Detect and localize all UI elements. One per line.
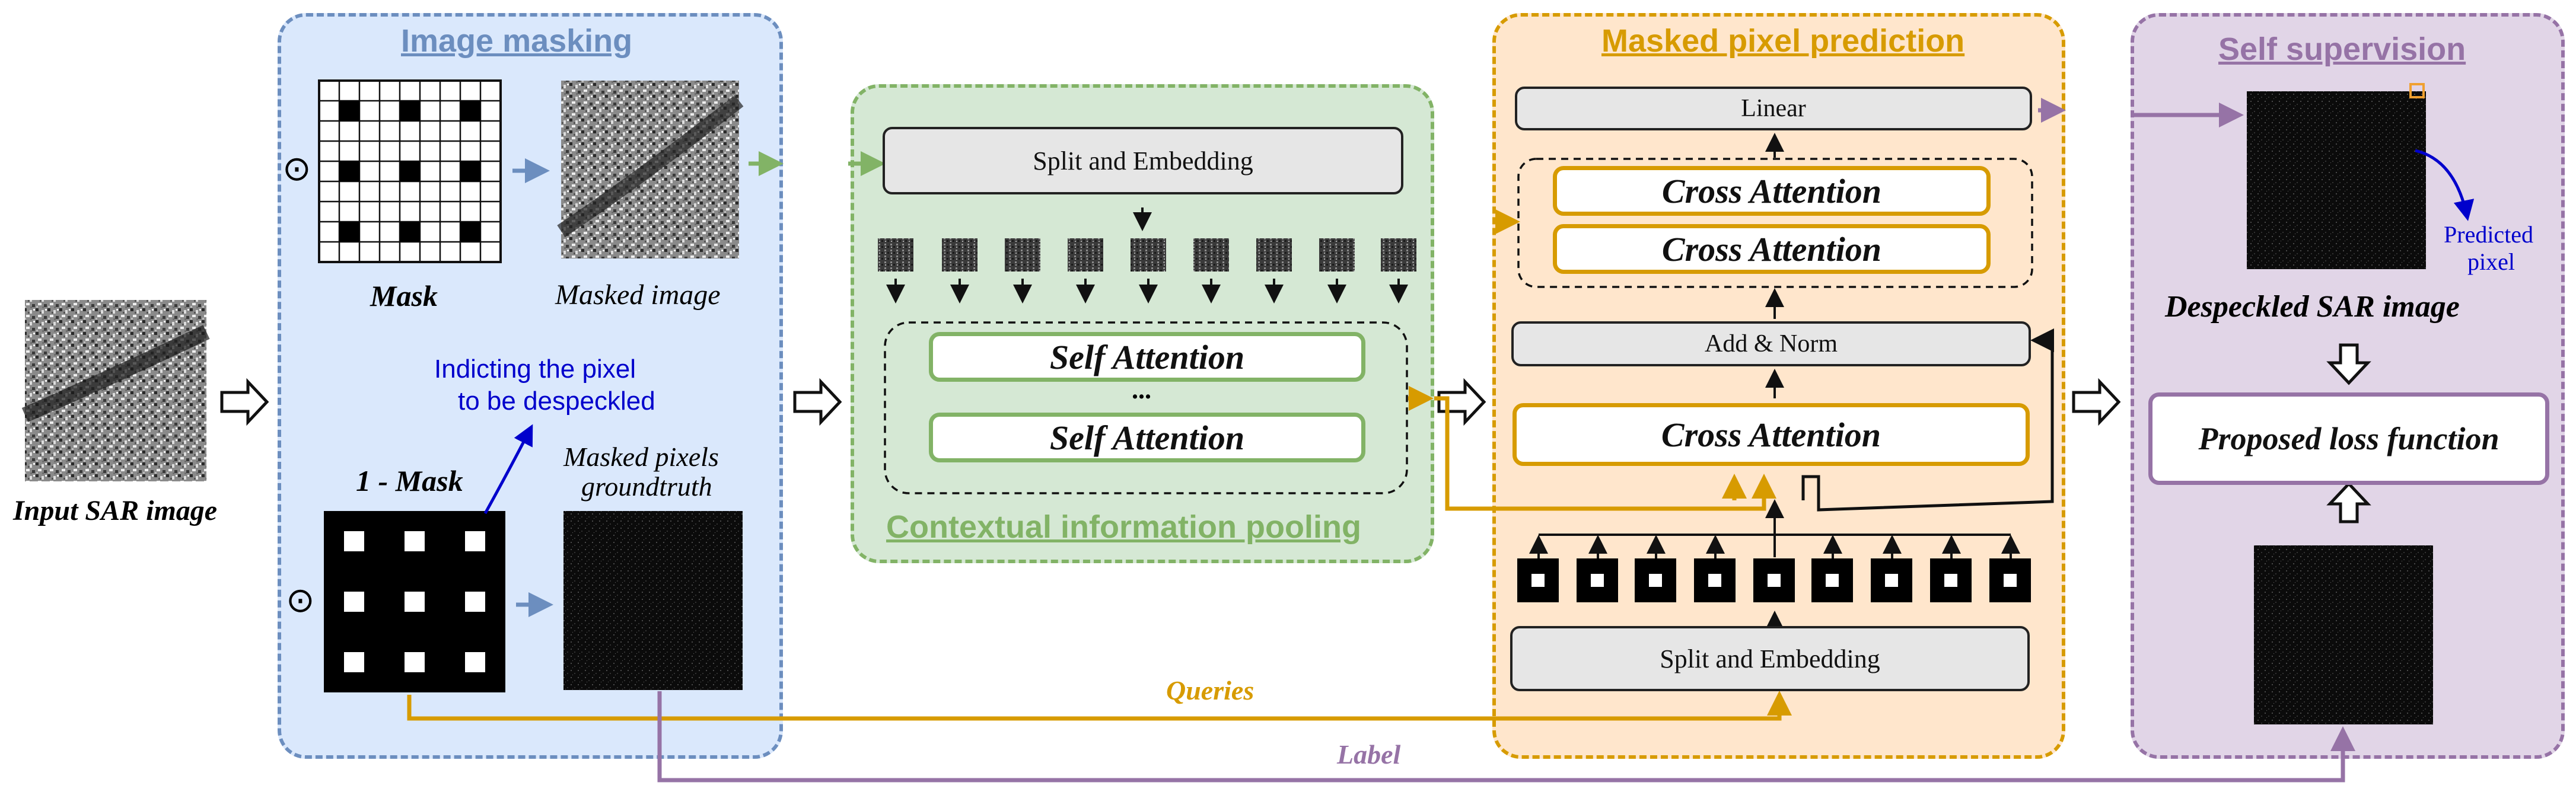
annotation-line1: Indicting the pixel: [434, 355, 636, 384]
despeckled-image: [2247, 91, 2426, 269]
cross-attention-group: [1517, 158, 2033, 288]
residual-connection: [1801, 328, 2054, 512]
linear-layer: Linear: [1515, 87, 2032, 130]
odot-mask: ⊙: [282, 148, 311, 189]
odot-inv-mask: ⊙: [286, 580, 315, 620]
patch-arrows: [886, 279, 1408, 304]
predicted-pixel-marker: [2409, 83, 2425, 98]
groundtruth-image: [563, 511, 743, 690]
flow-arrow-1: [220, 378, 269, 426]
mask-label: Mask: [370, 279, 438, 312]
mask-patch-tokens: [1517, 558, 2031, 602]
annotation-line2: to be despeckled: [458, 387, 655, 416]
annotation-arrow: [483, 424, 533, 515]
predicted-line2: pixel: [2467, 248, 2515, 275]
big-arrows: [220, 343, 2371, 523]
image-masking-title: Image masking: [401, 23, 633, 59]
self-attention-group: [884, 321, 1408, 494]
up-hollow-arrow: [2326, 481, 2371, 523]
inv-mask-label: 1 - Mask: [356, 464, 463, 497]
add-norm-layer: Add & Norm: [1511, 321, 2031, 366]
token-bracket: [1529, 499, 2020, 558]
masked-image: [557, 81, 744, 258]
label-label: Label: [1337, 739, 1401, 769]
flow-arrow-2: [793, 378, 842, 426]
cross-attention-1: Cross Attention: [1553, 166, 1991, 216]
label-image: [2254, 545, 2433, 724]
groundtruth-line2: groundtruth: [581, 471, 712, 502]
self-attention-1: Self Attention: [929, 332, 1365, 382]
loss-function-box: Proposed loss function: [2148, 392, 2549, 485]
cross-attention-2: Cross Attention: [1553, 224, 1991, 274]
label-line: [657, 691, 2355, 783]
input-image-label: Input SAR image: [13, 495, 218, 526]
cross-attention-3: Cross Attention: [1513, 403, 2030, 466]
masked-prediction-title: Masked pixel prediction: [1601, 23, 1965, 59]
predicted-line1: Predicted: [2444, 221, 2534, 248]
self-attention-2: Self Attention: [929, 413, 1365, 462]
queries-label: Queries: [1166, 675, 1254, 705]
down-hollow-arrow: [2326, 343, 2371, 385]
context-split-embedding: Split and Embedding: [883, 127, 1403, 194]
masked-image-label: Masked image: [555, 279, 721, 311]
flow-arrow-4: [2072, 378, 2121, 426]
groundtruth-line1: Masked pixels: [563, 442, 719, 472]
self-attention-ellipsis: ...: [1132, 375, 1151, 404]
contextual-pooling-title: Contextual information pooling: [886, 509, 1361, 545]
self-supervision-title: Self supervision: [2218, 31, 2466, 67]
inverse-mask: [324, 511, 505, 692]
input-sar-image: [21, 300, 210, 481]
prediction-split-embedding: Split and Embedding: [1510, 626, 2030, 691]
despeckled-label: Despeckled SAR image: [2165, 290, 2460, 324]
queries-line: [407, 691, 1792, 721]
patch-thumbnails: [878, 238, 1416, 272]
predicted-pixel-arrow: [2415, 149, 2475, 221]
mask-grid: [318, 79, 502, 263]
flow-arrow-3: [1437, 378, 1486, 426]
context-to-cross3-line: [1434, 396, 1776, 511]
